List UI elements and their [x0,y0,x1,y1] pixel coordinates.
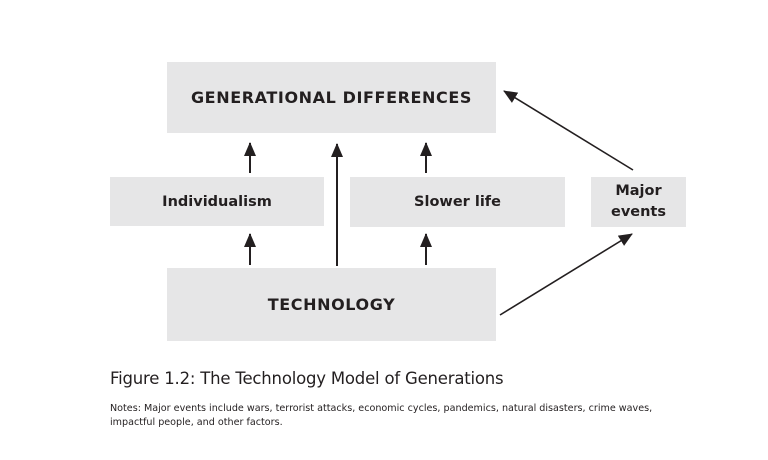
node-technology: TECHNOLOGY [167,268,496,341]
node-major-events: Major events [591,177,686,227]
node-generational-differences: GENERATIONAL DIFFERENCES [167,62,496,133]
arrow-technology-to-major-events [499,233,633,316]
arrow-major-events-to-generational [503,90,634,171]
node-individualism: Individualism [110,177,324,226]
node-label: Major events [610,183,666,220]
node-label: Individualism [162,193,272,210]
node-slower-life: Slower life [350,177,565,227]
node-label: TECHNOLOGY [267,295,396,314]
figure-caption: Figure 1.2: The Technology Model of Gene… [110,369,504,388]
node-label: Slower life [414,194,501,210]
figure-notes: Notes: Major events include wars, terror… [110,403,653,428]
node-label: GENERATIONAL DIFFERENCES [190,88,473,107]
